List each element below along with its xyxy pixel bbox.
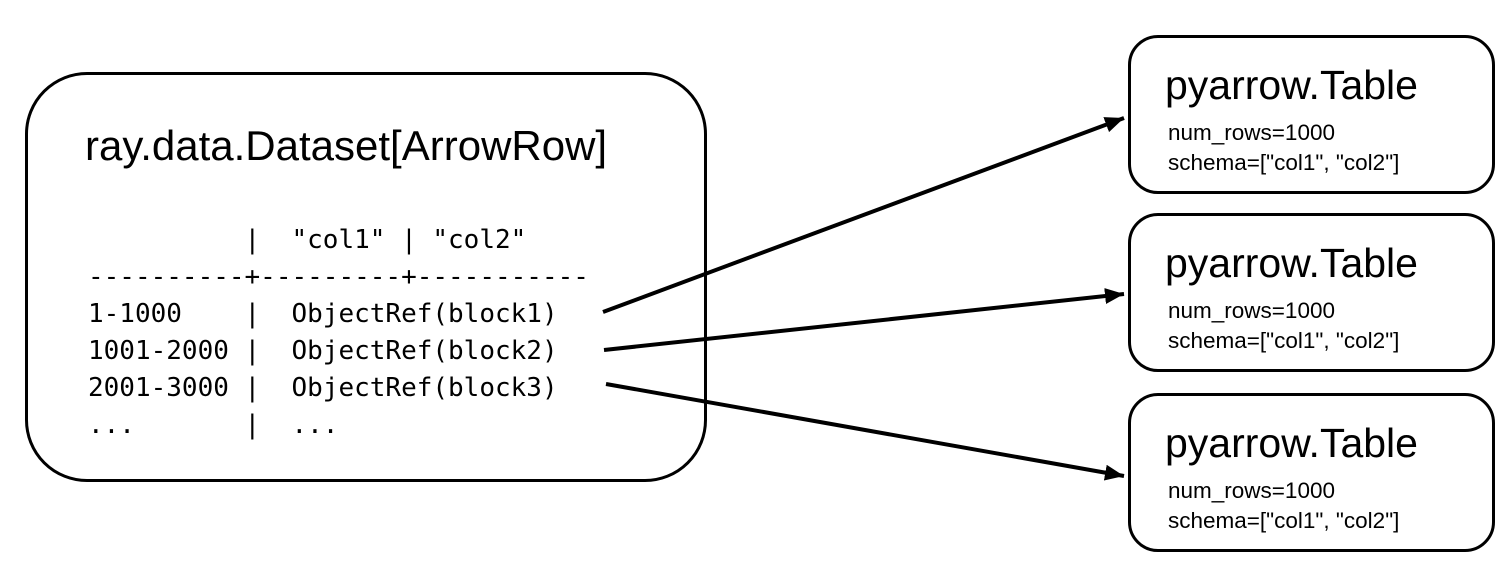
pyarrow-table-box-1: pyarrow.Table num_rows=1000 schema=["col… [1128,35,1495,194]
num-rows-text: num_rows=1000 [1168,120,1335,145]
num-rows-text: num_rows=1000 [1168,298,1335,323]
dataset-title: ray.data.Dataset[ArrowRow] [85,122,608,169]
pyarrow-table-details: num_rows=1000 schema=["col1", "col2"] [1168,118,1399,178]
pyarrow-table-box-2: pyarrow.Table num_rows=1000 schema=["col… [1128,213,1495,372]
pyarrow-table-details: num_rows=1000 schema=["col1", "col2"] [1168,476,1399,536]
schema-text: schema=["col1", "col2"] [1168,328,1400,353]
dataset-box: ray.data.Dataset[ArrowRow] | "col1" | "c… [25,72,707,482]
pyarrow-table-title: pyarrow.Table [1165,420,1418,466]
pyarrow-table-details: num_rows=1000 schema=["col1", "col2"] [1168,296,1399,356]
pyarrow-table-title: pyarrow.Table [1165,240,1418,286]
pyarrow-table-box-3: pyarrow.Table num_rows=1000 schema=["col… [1128,393,1495,552]
dataset-block-table: | "col1" | "col2" ----------+---------+-… [88,225,589,440]
schema-text: schema=["col1", "col2"] [1168,508,1400,533]
schema-text: schema=["col1", "col2"] [1168,150,1400,175]
num-rows-text: num_rows=1000 [1168,478,1335,503]
pyarrow-table-title: pyarrow.Table [1165,62,1418,108]
